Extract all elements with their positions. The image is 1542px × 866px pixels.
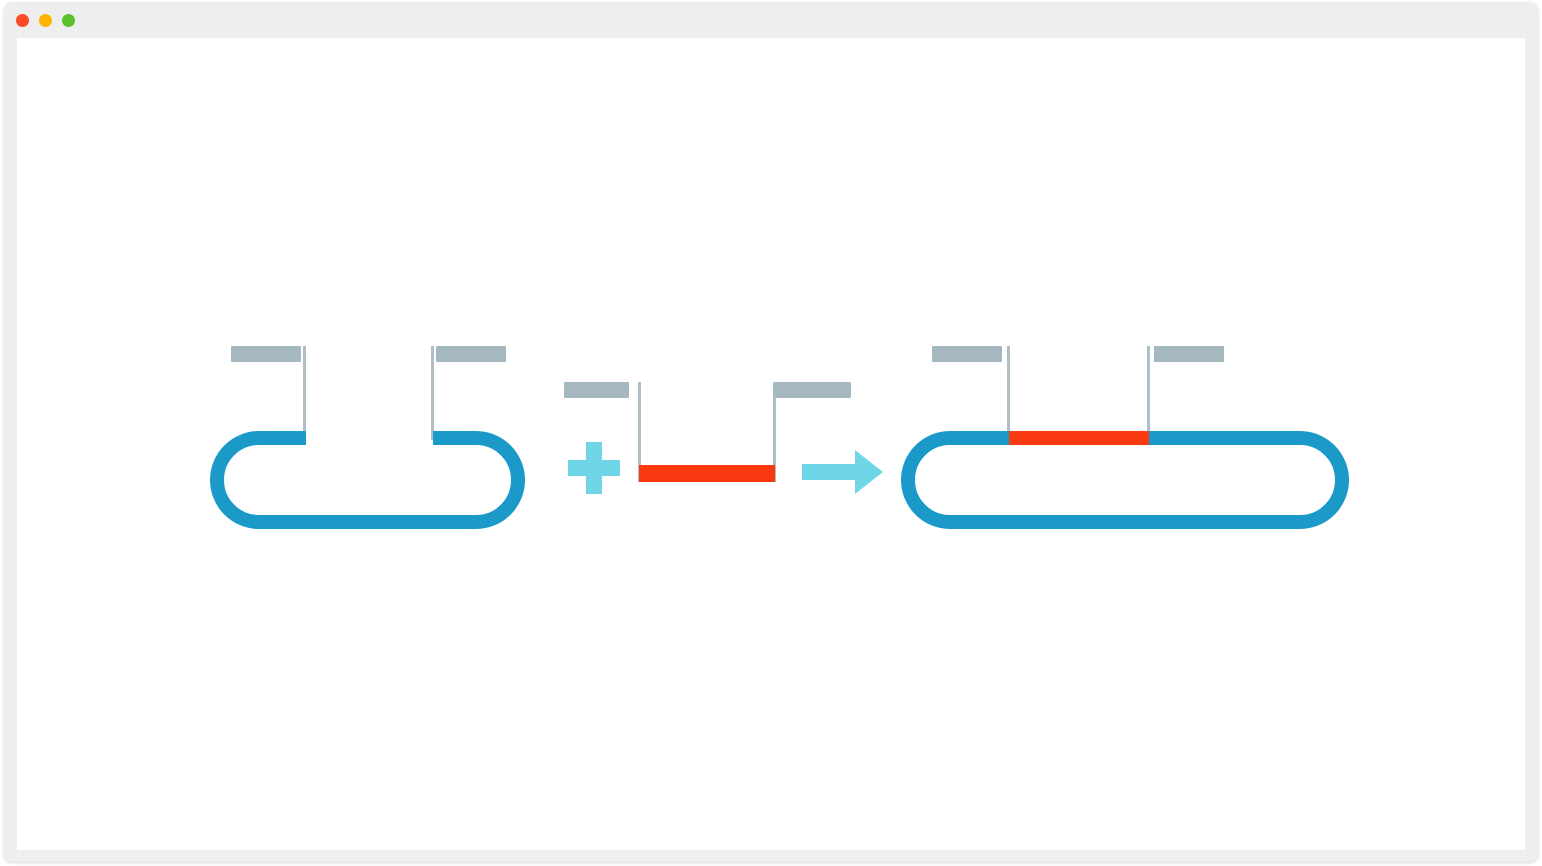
zoom-window-button[interactable] — [62, 14, 75, 27]
insert-fragment-group[interactable] — [564, 382, 851, 482]
product-marker-line-left — [1007, 346, 1010, 440]
vector-label-right-redacted — [436, 346, 506, 362]
insert-marker-line-left — [638, 382, 641, 482]
insert-dna-bar[interactable] — [639, 465, 775, 482]
close-window-button[interactable] — [16, 14, 29, 27]
product-marker-line-right — [1147, 346, 1150, 440]
insert-marker-line-right — [773, 382, 776, 482]
vector-marker-line-left — [303, 346, 306, 440]
vector-backbone-path[interactable] — [210, 431, 525, 529]
vector-label-left-redacted — [231, 346, 301, 362]
plus-operator-icon — [568, 442, 620, 494]
title-bar — [4, 2, 1538, 38]
app-window — [4, 2, 1538, 862]
product-backbone[interactable] — [901, 431, 1349, 529]
arrow-right-icon — [802, 450, 883, 494]
vector-plasmid-group[interactable] — [210, 346, 525, 529]
product-insert-segment[interactable] — [1009, 431, 1149, 445]
window-controls — [16, 14, 75, 27]
insert-label-right-redacted — [774, 382, 851, 398]
recombinant-plasmid-group[interactable] — [901, 346, 1349, 529]
plasmid-cloning-diagram — [17, 38, 1525, 850]
product-label-right-redacted — [1154, 346, 1224, 362]
minimize-window-button[interactable] — [39, 14, 52, 27]
vector-marker-line-right — [431, 346, 434, 440]
content-canvas — [17, 38, 1525, 850]
diagram-svg — [210, 346, 1349, 529]
insert-label-left-redacted — [564, 382, 629, 398]
product-label-left-redacted — [932, 346, 1002, 362]
